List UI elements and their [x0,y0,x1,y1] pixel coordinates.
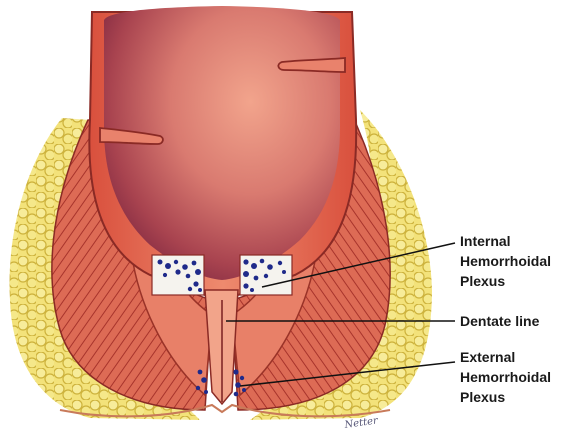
label-internal-line-3: Plexus [460,273,505,289]
label-dentate-line: Dentate line [460,313,540,329]
label-external-line-2: Hemorrhoidal [460,369,551,385]
internal-plexus-left [152,255,204,295]
internal-plexus-right [240,255,292,295]
label-internal-line-1: Internal [460,233,511,249]
label-internal-plexus: Internal Hemorrhoidal Plexus [460,233,555,289]
label-internal-line-2: Hemorrhoidal [460,253,551,269]
label-external-line-1: External [460,349,515,365]
label-external-line-3: Plexus [460,389,505,405]
label-external-plexus: External Hemorrhoidal Plexus [460,349,555,405]
